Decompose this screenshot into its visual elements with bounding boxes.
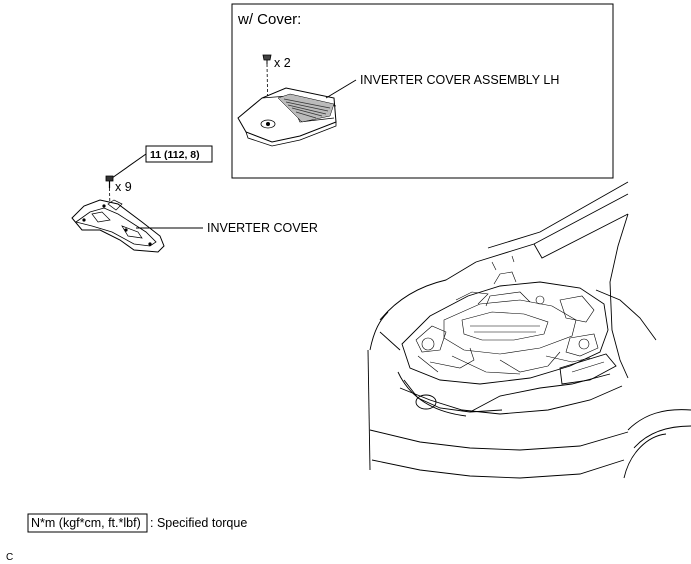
legend-box-text: N*m (kgf*cm, ft.*lbf) — [31, 516, 141, 530]
legend: N*m (kgf*cm, ft.*lbf) : Specified torque — [27, 513, 247, 533]
legend-description: : Specified torque — [150, 516, 247, 530]
inset-part-label: INVERTER COVER ASSEMBLY LH — [360, 73, 559, 87]
main-part-label: INVERTER COVER — [207, 221, 318, 235]
legend-box — [27, 513, 148, 533]
main-bolt-quantity: x 9 — [115, 180, 132, 194]
inset-title: w/ Cover: — [237, 11, 301, 28]
inverter-cover-group: 11 (112, 8) x 9 INVERTER COVER — [71, 145, 318, 253]
inverter-cover-icon — [71, 199, 165, 253]
torque-leader-line — [111, 153, 147, 179]
inset-leader-line — [325, 79, 357, 99]
torque-spec-value: 11 (112, 8) — [150, 149, 200, 161]
inverter-cover-assembly-lh-icon — [237, 87, 337, 147]
inset-bolt-quantity: x 2 — [274, 56, 291, 70]
figure-id: C — [6, 552, 13, 563]
bolt-icon — [105, 175, 114, 211]
inset-frame — [231, 3, 614, 179]
cover-inset: w/ Cover: x 2 INVERTER COVER ASSEMBLY LH — [231, 3, 614, 179]
vehicle-engine-bay-illustration — [367, 181, 691, 479]
